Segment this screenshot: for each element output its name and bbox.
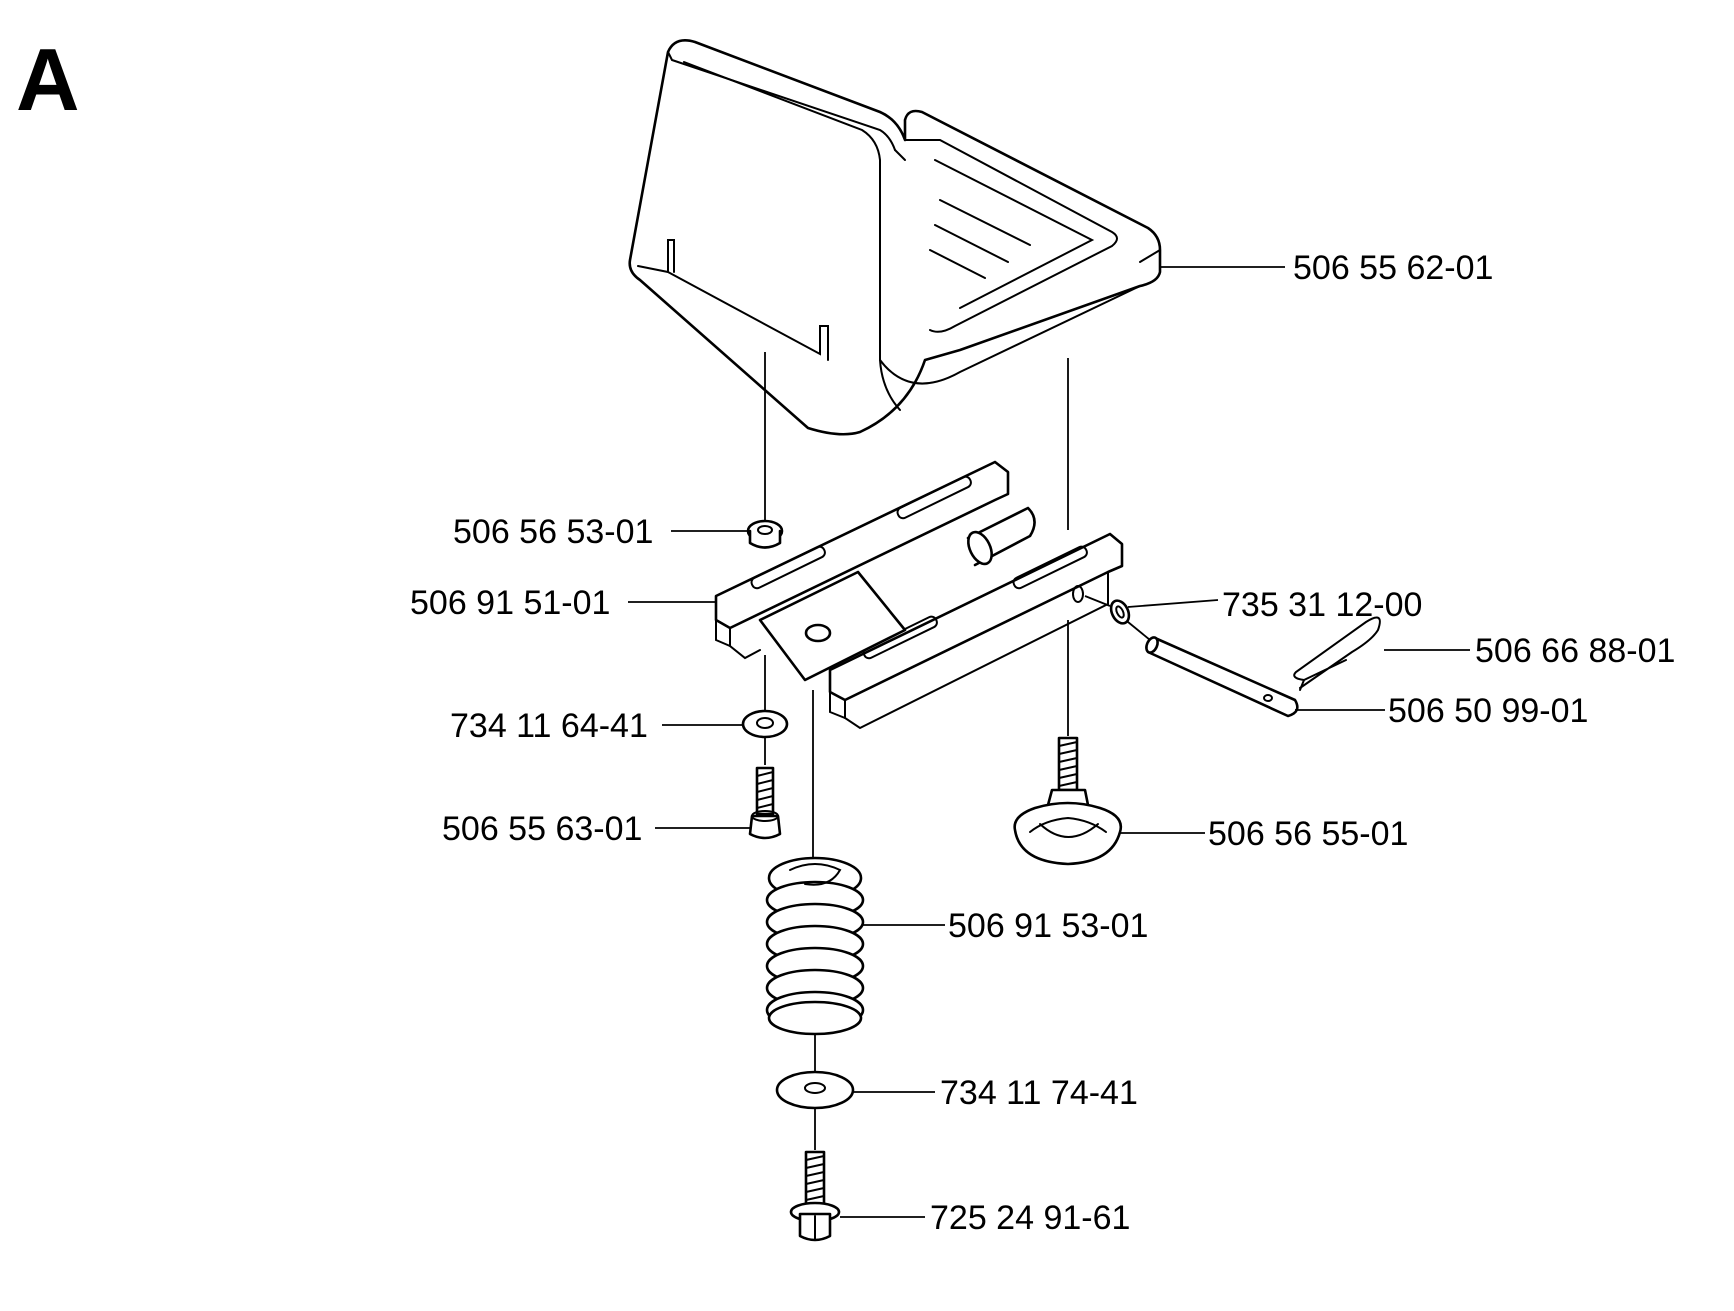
label-spring: 506 91 53-01: [948, 907, 1148, 945]
circlip-part: [1109, 599, 1131, 625]
screw-small-part: [748, 766, 782, 840]
label-screw-small: 506 55 63-01: [442, 810, 642, 848]
label-circlip: 735 31 12-00: [1222, 586, 1422, 624]
flange-bolt-part: [789, 1150, 841, 1242]
label-pin: 506 50 99-01: [1388, 692, 1588, 730]
hairpin-clip-part: [1293, 616, 1381, 691]
label-knob: 506 56 55-01: [1208, 815, 1408, 853]
label-washer-large: 734 11 74-41: [940, 1074, 1138, 1112]
washer-small-part: [741, 709, 789, 739]
seat-part: [628, 39, 1162, 436]
label-hairpin-clip: 506 66 88-01: [1475, 632, 1675, 670]
pin-part: [1145, 636, 1299, 718]
spring-part: [765, 856, 865, 1036]
washer-large-part: [775, 1070, 855, 1110]
bracket-part: [714, 460, 1124, 730]
knob-part: [1013, 736, 1123, 866]
section-letter: A: [16, 30, 80, 129]
bushing-part: [746, 519, 784, 549]
label-seat: 506 55 62-01: [1293, 249, 1493, 287]
label-washer-small: 734 11 64-41: [450, 707, 648, 745]
label-bushing: 506 56 53-01: [453, 513, 653, 551]
label-bracket: 506 91 51-01: [410, 584, 610, 622]
label-flange-bolt: 725 24 91-61: [930, 1199, 1130, 1237]
